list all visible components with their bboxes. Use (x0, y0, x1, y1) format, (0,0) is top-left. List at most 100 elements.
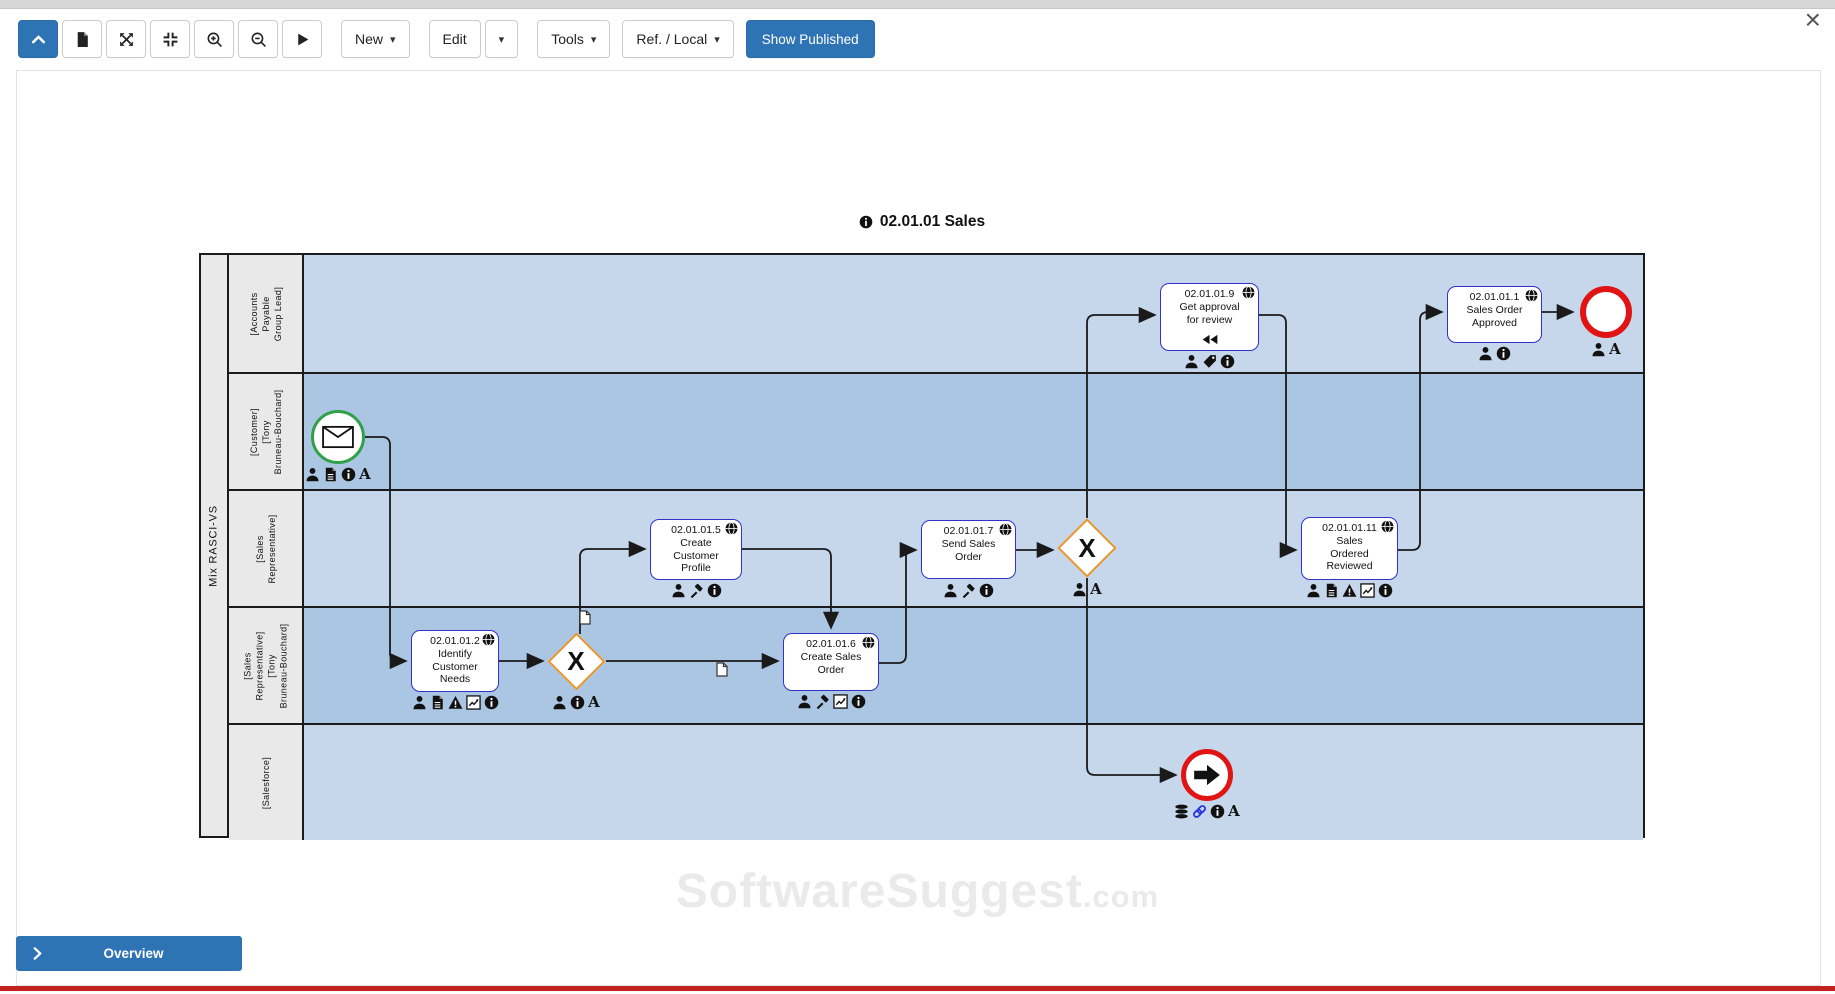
flow-create-sales-order-to-send[interactable] (879, 541, 918, 664)
close-icon[interactable]: × (1804, 4, 1821, 35)
person-icon (671, 583, 686, 598)
task-code: 02.01.01.1 (1469, 291, 1520, 303)
database-icon (1174, 804, 1189, 819)
chevron-up-icon (30, 31, 47, 48)
show-published-button[interactable]: Show Published (745, 20, 875, 58)
zoom-in-button[interactable] (194, 20, 234, 58)
globe-icon (725, 522, 738, 535)
overview-button[interactable]: Overview (16, 936, 242, 971)
file-icon (74, 31, 91, 48)
ref-local-dropdown[interactable]: Ref. / Local▾ (622, 20, 734, 58)
node-badges (1275, 583, 1425, 598)
hammer-icon (961, 583, 976, 598)
diagram-title-text: 02.01.01 Sales (879, 213, 986, 230)
gateway-exclusive-1[interactable]: X (547, 632, 605, 690)
task-code: 02.01.01.5 (671, 524, 721, 536)
task-code: 02.01.01.6 (806, 638, 856, 650)
flow-get-approval-to-reviewed[interactable] (1259, 314, 1298, 559)
node-badges (1135, 354, 1285, 369)
collapse-toolbar-button[interactable] (18, 20, 58, 58)
envelope-icon (322, 425, 354, 449)
compress-button[interactable] (150, 20, 190, 58)
rewind-icon (1201, 334, 1218, 345)
lane-body (304, 725, 1643, 840)
globe-icon (862, 636, 875, 649)
warning-icon (448, 695, 463, 710)
task-label: Create Customer Profile (673, 536, 719, 575)
person-icon (1184, 354, 1199, 369)
node-badges: A (1531, 342, 1681, 357)
zoom-out-icon (250, 31, 267, 48)
tools-dropdown[interactable]: Tools▾ (537, 20, 611, 58)
info-icon (1210, 804, 1225, 819)
info-icon (1496, 346, 1511, 361)
node-badges: A (1012, 582, 1162, 597)
globe-icon (1242, 286, 1255, 299)
task-label: Sales Order Approved (1466, 303, 1523, 329)
task-code: 02.01.01.11 (1322, 522, 1377, 534)
globe-icon (482, 633, 495, 646)
pool-header: Mix RASCI-VS (201, 255, 229, 836)
info-icon (484, 695, 499, 710)
info-icon (1220, 354, 1235, 369)
gateway-exclusive-2[interactable]: X (1057, 518, 1117, 578)
ref-local-label: Ref. / Local (636, 31, 708, 47)
lane-label: [Sales Representative] [Tony Bruneau-Bou… (229, 608, 304, 723)
flow-gateway1-to-create-profile[interactable] (579, 540, 647, 634)
expand-icon (118, 31, 135, 48)
edit-button[interactable]: Edit (428, 20, 481, 58)
play-button[interactable] (282, 20, 322, 58)
task-label: Create Sales Order (800, 650, 862, 676)
new-page-button[interactable] (62, 20, 102, 58)
info-icon (341, 467, 356, 482)
show-published-label: Show Published (761, 31, 859, 47)
node-badges: A (1132, 804, 1282, 819)
info-icon (979, 583, 994, 598)
chart-icon (832, 694, 848, 709)
node-badges: A (263, 467, 413, 482)
tools-dropdown-label: Tools (551, 31, 584, 47)
hammer-icon (689, 583, 704, 598)
task-code: 02.01.01.2 (430, 635, 480, 647)
lane-label: [Customer] [Tony Bruneau-Bouchard] (229, 374, 304, 489)
flow-create-profile-to-create-sales-order[interactable] (742, 548, 840, 630)
expand-button[interactable] (106, 20, 146, 58)
overview-label: Overview (103, 946, 164, 961)
node-badges (894, 583, 1044, 598)
gateway-x-label: X (1078, 532, 1096, 563)
link-event-salesforce[interactable] (1181, 749, 1233, 801)
flow-gateway2-to-get-approval[interactable] (1086, 306, 1157, 518)
lane-label: [Accounts Payable Group Lead] (229, 255, 304, 372)
lane-label: [Salesforce] (229, 725, 304, 840)
lane-4: [Salesforce] (229, 723, 1643, 840)
flow-reviewed-to-approved[interactable] (1398, 303, 1444, 551)
zoom-out-button[interactable] (238, 20, 278, 58)
data-object-icon (716, 662, 728, 677)
flow-gateway2-to-salesforce-link[interactable] (1086, 578, 1178, 784)
watermark-main: SoftwareSuggest (675, 865, 1083, 918)
zoom-in-icon (206, 31, 223, 48)
task-code: 02.01.01.9 (1184, 288, 1235, 300)
letter-a-icon: A (359, 465, 371, 483)
flow-start-to-identify[interactable] (365, 436, 408, 670)
info-icon (1378, 583, 1393, 598)
end-event[interactable] (1580, 286, 1632, 338)
toolbar: New▾ Edit ▾ Tools▾ Ref. / Local▾ Show Pu… (18, 20, 879, 58)
top-strip (0, 0, 1835, 9)
globe-icon (1525, 289, 1538, 302)
edit-caret-button[interactable]: ▾ (484, 20, 519, 58)
new-dropdown[interactable]: New▾ (341, 20, 410, 58)
data-object-icon (579, 610, 591, 625)
start-event-message[interactable] (311, 410, 365, 464)
play-icon (294, 31, 311, 48)
chevron-right-icon (30, 946, 45, 961)
